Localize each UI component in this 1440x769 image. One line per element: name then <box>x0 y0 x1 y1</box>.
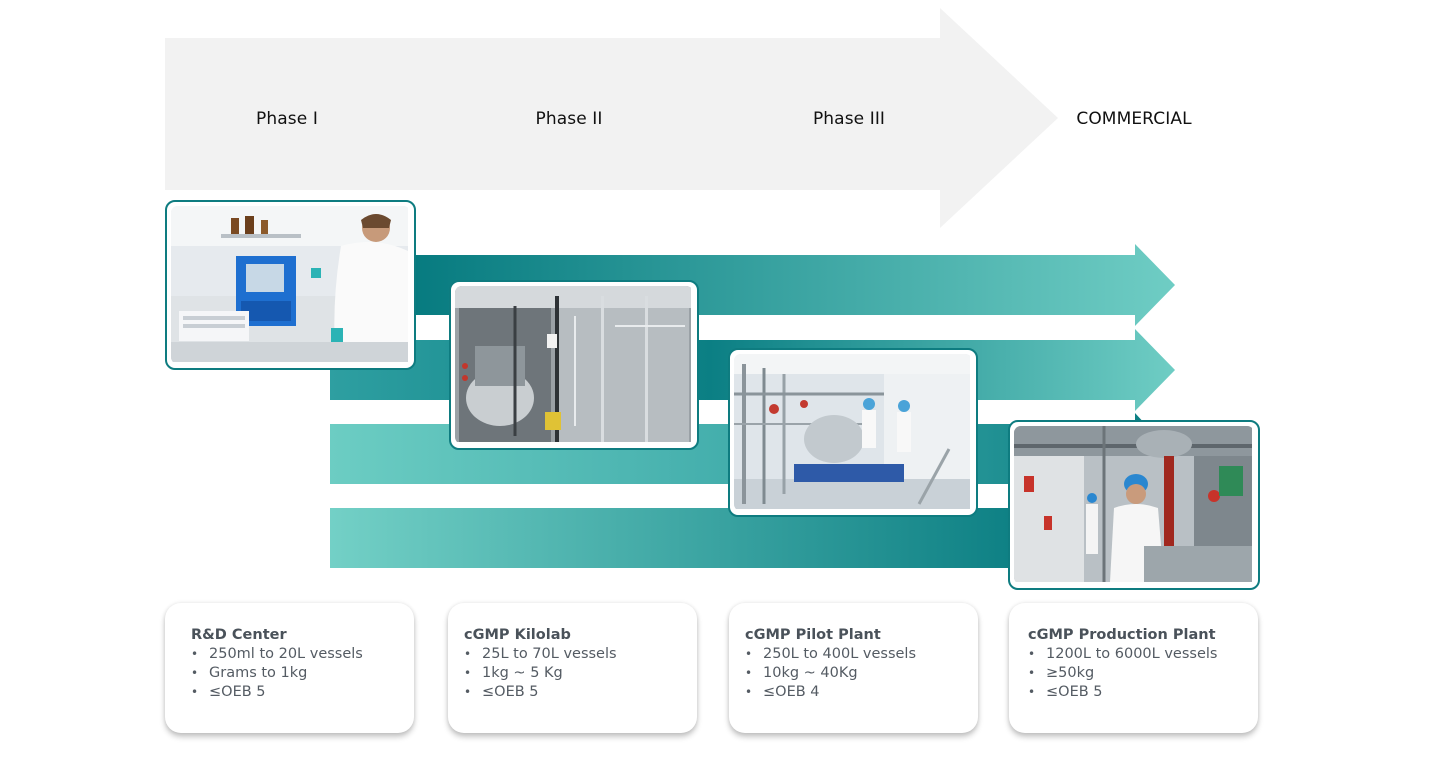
bullet-icon: • <box>1028 647 1036 661</box>
phase-arrow <box>165 8 1058 228</box>
phase-label-1: Phase I <box>256 109 318 129</box>
card-title: cGMP Pilot Plant <box>745 627 881 643</box>
spec-item: •≤OEB 5 <box>191 684 266 700</box>
spec-list: •250L to 400L vessels •10kg ~ 40Kg •≤OEB… <box>745 645 978 702</box>
bullet-icon: • <box>464 685 472 699</box>
spec-list: •250ml to 20L vessels •Grams to 1kg •≤OE… <box>191 645 414 702</box>
production-plant-photo <box>1008 420 1260 590</box>
bullet-icon: • <box>191 685 199 699</box>
bullet-icon: • <box>745 647 753 661</box>
bullet-icon: • <box>464 647 472 661</box>
kilolab-equipment-image <box>455 286 693 444</box>
rd-center-card: R&D Center •250ml to 20L vessels •Grams … <box>165 603 414 733</box>
card-title: cGMP Production Plant <box>1028 627 1216 643</box>
spec-item: •≥50kg <box>1028 665 1095 681</box>
spec-item: •250L to 400L vessels <box>745 646 917 662</box>
production-plant-image <box>1014 426 1254 584</box>
spec-list: •25L to 70L vessels •1kg ~ 5 Kg •≤OEB 5 <box>464 645 697 702</box>
spec-item: •250ml to 20L vessels <box>191 646 363 662</box>
pilot-plant-photo <box>728 348 978 517</box>
pilot-plant-image <box>734 354 972 511</box>
spec-item: •10kg ~ 40Kg <box>745 665 858 681</box>
production-plant-card: cGMP Production Plant •1200L to 6000L ve… <box>1009 603 1258 733</box>
spec-item: •25L to 70L vessels <box>464 646 617 662</box>
phase-label-3: Phase III <box>812 109 886 129</box>
spec-item: •Grams to 1kg <box>191 665 308 681</box>
card-title: cGMP Kilolab <box>464 627 571 643</box>
spec-item: •≤OEB 4 <box>745 684 820 700</box>
bullet-icon: • <box>464 666 472 680</box>
bullet-icon: • <box>191 666 199 680</box>
phase-label-4: COMMERCIAL <box>1076 109 1192 129</box>
spec-item: •≤OEB 5 <box>1028 684 1103 700</box>
spec-item: •1200L to 6000L vessels <box>1028 646 1218 662</box>
kilolab-photo <box>449 280 699 450</box>
card-title: R&D Center <box>191 627 287 643</box>
bullet-icon: • <box>191 647 199 661</box>
phase-label-2: Phase II <box>535 109 603 129</box>
bullet-icon: • <box>1028 666 1036 680</box>
rd-center-photo <box>165 200 416 370</box>
bullet-icon: • <box>745 685 753 699</box>
pilot-plant-card: cGMP Pilot Plant •250L to 400L vessels •… <box>729 603 978 733</box>
bullet-icon: • <box>745 666 753 680</box>
flow-arrow-4 <box>330 508 1070 568</box>
spec-list: •1200L to 6000L vessels •≥50kg •≤OEB 5 <box>1028 645 1258 702</box>
spec-item: •≤OEB 5 <box>464 684 539 700</box>
bullet-icon: • <box>1028 685 1036 699</box>
spec-item: •1kg ~ 5 Kg <box>464 665 563 681</box>
kilolab-card: cGMP Kilolab •25L to 70L vessels •1kg ~ … <box>448 603 697 733</box>
lab-scientist-image <box>171 206 410 364</box>
